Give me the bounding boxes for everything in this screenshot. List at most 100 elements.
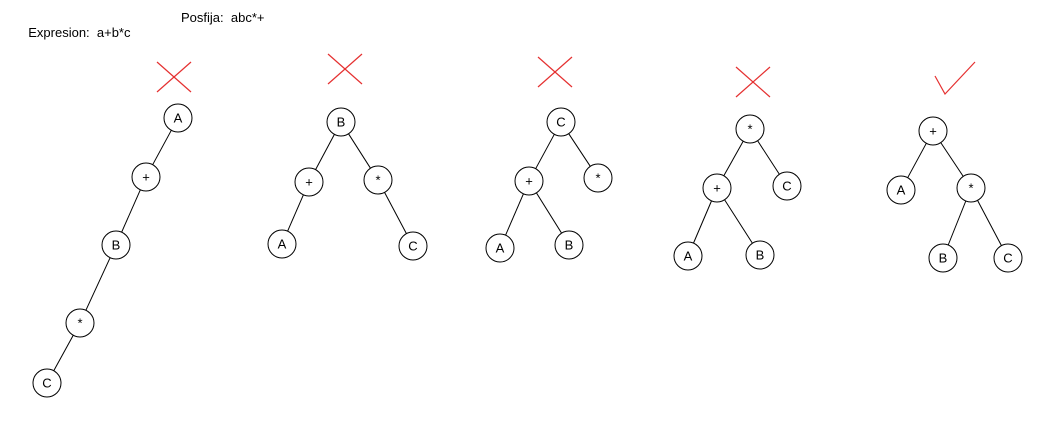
tree-node: *: [583, 163, 613, 193]
node-label: +: [142, 170, 150, 185]
tree-edge: [723, 140, 744, 177]
tree-node: B: [745, 240, 775, 270]
node-label: *: [968, 181, 973, 196]
wrong-mark-icon: [537, 56, 573, 88]
node-label: C: [408, 239, 417, 254]
node-circle: [735, 114, 765, 144]
tree-edge: [693, 200, 712, 244]
tree-node: A: [163, 103, 193, 133]
tree-2: B + * A C: [267, 53, 428, 261]
node-label: A: [496, 241, 505, 256]
node-circle: [363, 165, 393, 195]
node-label: *: [595, 171, 600, 186]
tree-4: * + C A B: [673, 66, 802, 271]
node-circle: [673, 241, 703, 271]
node-label: B: [337, 115, 346, 130]
node-circle: [32, 368, 62, 398]
tree-node: +: [514, 166, 544, 196]
node-label: B: [112, 238, 121, 253]
node-label: +: [305, 175, 313, 190]
node-label: A: [174, 111, 183, 126]
node-circle: [546, 107, 576, 137]
postfix-text: Posfija: abc*+: [181, 10, 265, 25]
node-circle: [267, 229, 297, 259]
node-circle: [886, 175, 916, 205]
tree-edge: [121, 189, 141, 233]
tree-5: + A * B C: [886, 61, 1023, 273]
wrong-mark-icon: [156, 61, 192, 93]
node-circle: [918, 116, 948, 146]
tree-node: +: [131, 162, 161, 192]
wrong-mark-icon: [735, 66, 771, 98]
tree-node: B: [554, 230, 584, 260]
expression-text: Expresion: a+b*c: [28, 25, 131, 40]
header: Expresion: a+b*c Posfija: abc*+: [21, 10, 264, 55]
node-circle: [554, 230, 584, 260]
tree-node: +: [294, 167, 324, 197]
tree-node: B: [928, 243, 958, 273]
tree-node: C: [772, 171, 802, 201]
tree-node: *: [65, 308, 95, 338]
tree-edge: [315, 134, 335, 170]
node-circle: [514, 166, 544, 196]
node-label: B: [565, 238, 574, 253]
node-label: *: [77, 316, 82, 331]
tree-edge: [977, 200, 1002, 246]
node-label: +: [713, 181, 721, 196]
node-label: +: [525, 174, 533, 189]
tree-edge: [287, 194, 304, 232]
node-circle: [163, 103, 193, 133]
tree-edge: [53, 335, 74, 371]
tree-node: B: [101, 230, 131, 260]
tree-node: A: [485, 233, 515, 263]
node-circle: [131, 162, 161, 192]
tree-node: *: [956, 173, 986, 203]
node-circle: [772, 171, 802, 201]
node-label: A: [897, 183, 906, 198]
tree-edge: [568, 133, 591, 167]
tree-node: A: [886, 175, 916, 205]
tree-node: +: [918, 116, 948, 146]
tree-node: C: [32, 368, 62, 398]
node-circle: [583, 163, 613, 193]
node-label: B: [756, 248, 765, 263]
node-circle: [702, 173, 732, 203]
node-label: +: [929, 124, 937, 139]
tree-edge: [384, 192, 407, 234]
node-label: *: [375, 173, 380, 188]
tree-edge: [535, 134, 555, 169]
node-label: C: [556, 115, 565, 130]
node-circle: [294, 167, 324, 197]
tree-edge: [757, 140, 780, 175]
tree-edge: [348, 133, 371, 169]
tree-node: +: [702, 173, 732, 203]
node-circle: [956, 173, 986, 203]
tree-node: *: [363, 165, 393, 195]
node-label: C: [782, 179, 791, 194]
node-circle: [928, 243, 958, 273]
tree-edge: [907, 143, 927, 178]
node-label: C: [42, 376, 51, 391]
node-label: A: [684, 249, 693, 264]
node-circle: [326, 107, 356, 137]
tree-edge: [85, 257, 111, 311]
tree-node: *: [735, 114, 765, 144]
node-label: *: [747, 122, 752, 137]
tree-1: A + B * C: [32, 61, 193, 398]
tree-node: C: [993, 243, 1023, 273]
node-circle: [993, 243, 1023, 273]
tree-edge: [535, 192, 563, 234]
node-circle: [65, 308, 95, 338]
check-mark-icon: [934, 61, 976, 96]
node-circle: [745, 240, 775, 270]
tree-node: C: [398, 231, 428, 261]
tree-edge: [505, 193, 524, 236]
tree-3: C + * A B: [485, 56, 613, 263]
tree-node: A: [267, 229, 297, 259]
tree-node: C: [546, 107, 576, 137]
node-circle: [398, 231, 428, 261]
tree-edge: [947, 200, 967, 246]
node-label: C: [1003, 251, 1012, 266]
tree-edge: [152, 130, 172, 165]
